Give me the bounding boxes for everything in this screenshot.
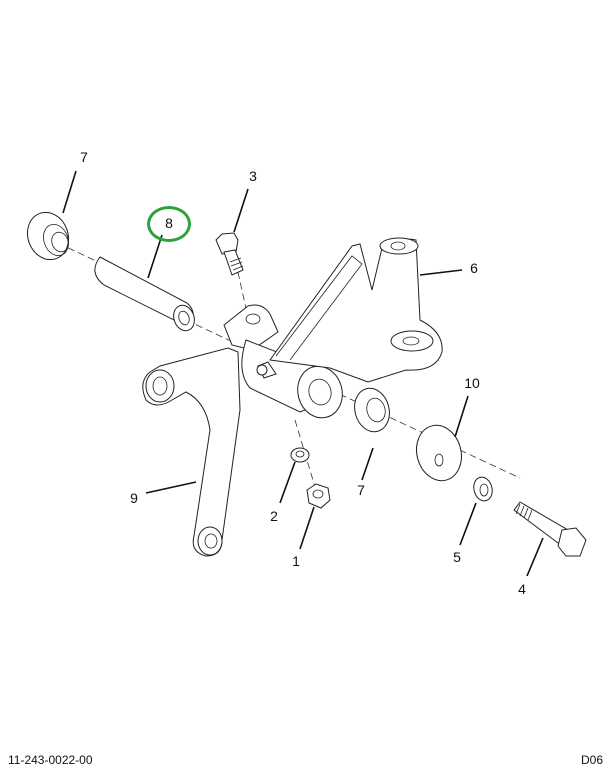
lever-arm: [142, 347, 241, 557]
callout-7-right[interactable]: 7: [357, 482, 365, 498]
lock-washer: [473, 476, 493, 502]
bolt-long: [513, 501, 587, 557]
callout-2[interactable]: 2: [270, 508, 278, 524]
nut: [306, 483, 331, 509]
bushing-flanged-right: [354, 387, 390, 433]
callout-4[interactable]: 4: [518, 581, 526, 597]
bolt-short: [215, 232, 244, 276]
callout-1[interactable]: 1: [292, 553, 300, 569]
leader-lines: [62, 170, 544, 577]
washer-small: [290, 447, 310, 463]
drawing-number: 11-243-0022-00: [8, 753, 93, 767]
sheet-code: D06: [580, 753, 603, 767]
mounting-bracket: [269, 237, 443, 383]
callout-8[interactable]: 8: [165, 215, 173, 231]
callout-5[interactable]: 5: [453, 549, 461, 565]
callout-10[interactable]: 10: [464, 375, 480, 391]
bushing-flanged-left: [26, 211, 70, 261]
sleeve-tube: [94, 256, 195, 332]
callout-6[interactable]: 6: [470, 260, 478, 276]
callout-7-left[interactable]: 7: [80, 149, 88, 165]
callout-8-highlight-ring: [147, 206, 191, 242]
callout-9[interactable]: 9: [130, 490, 138, 506]
callout-3[interactable]: 3: [249, 168, 257, 184]
pivot-hub: [223, 304, 343, 419]
assembly-axes: [57, 242, 521, 498]
large-washer: [416, 424, 462, 482]
